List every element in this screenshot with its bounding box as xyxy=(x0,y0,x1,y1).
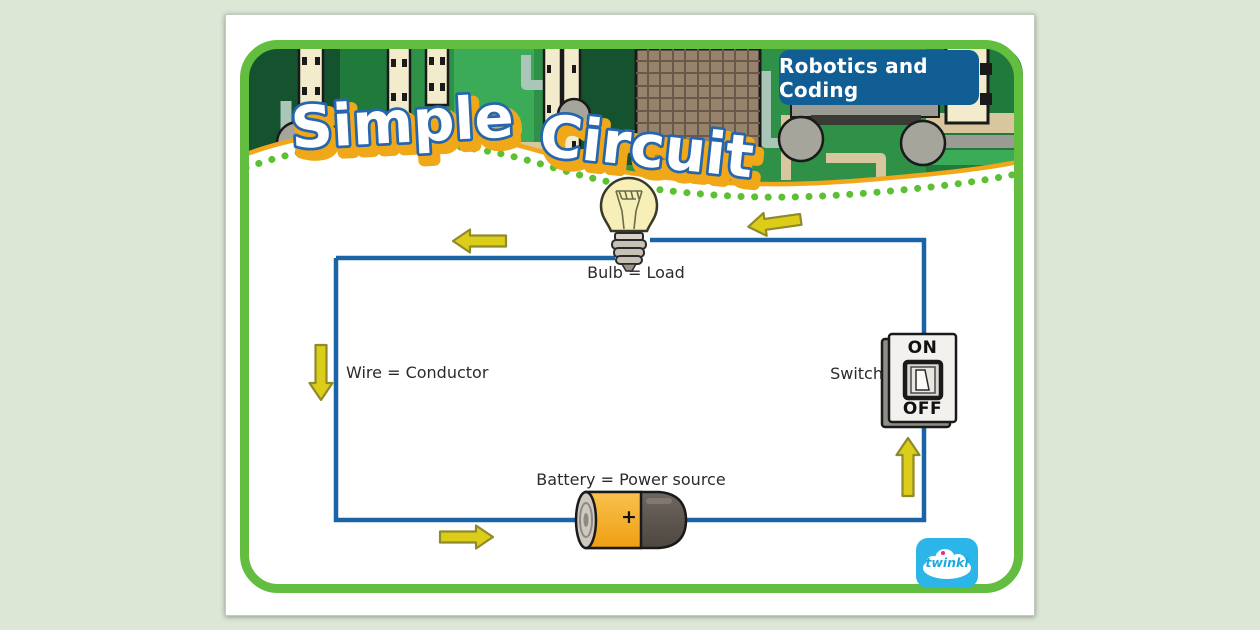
circuit-diagram xyxy=(308,176,958,550)
pcb-grid-chip xyxy=(634,47,762,163)
switch-off-label: OFF xyxy=(902,399,943,419)
current-arrow-left-down xyxy=(308,343,334,402)
category-badge-label: Robotics and Coding xyxy=(779,53,928,102)
poster-page: Simple Circuit Simple Circuit Robotics a… xyxy=(225,14,1035,616)
circuit-wire xyxy=(333,237,927,523)
switch-icon xyxy=(880,332,958,429)
twinkl-logo[interactable]: twinkl xyxy=(916,538,978,588)
current-arrow-right-up xyxy=(895,436,921,498)
current-arrow-bottom-right xyxy=(438,524,495,550)
current-arrow-top-left xyxy=(451,228,508,254)
wave-divider xyxy=(243,127,1019,187)
switch-on-label: ON xyxy=(907,338,938,358)
switch-label: Switch xyxy=(830,364,883,383)
twinkl-i-dot xyxy=(941,551,945,555)
bulb-label: Bulb = Load xyxy=(587,263,685,282)
battery-plus-sign: + xyxy=(621,506,637,528)
twinkl-logo-text: twinkl xyxy=(925,555,969,570)
bulb-icon xyxy=(599,176,659,272)
cloud-icon xyxy=(923,549,971,579)
battery-label: Battery = Power source xyxy=(536,470,726,489)
wire-label: Wire = Conductor xyxy=(346,363,489,382)
category-badge: Robotics and Coding xyxy=(779,50,979,105)
current-arrow-top-right xyxy=(747,211,803,237)
switch-toggle-lever xyxy=(915,369,930,391)
battery-icon xyxy=(574,490,688,550)
